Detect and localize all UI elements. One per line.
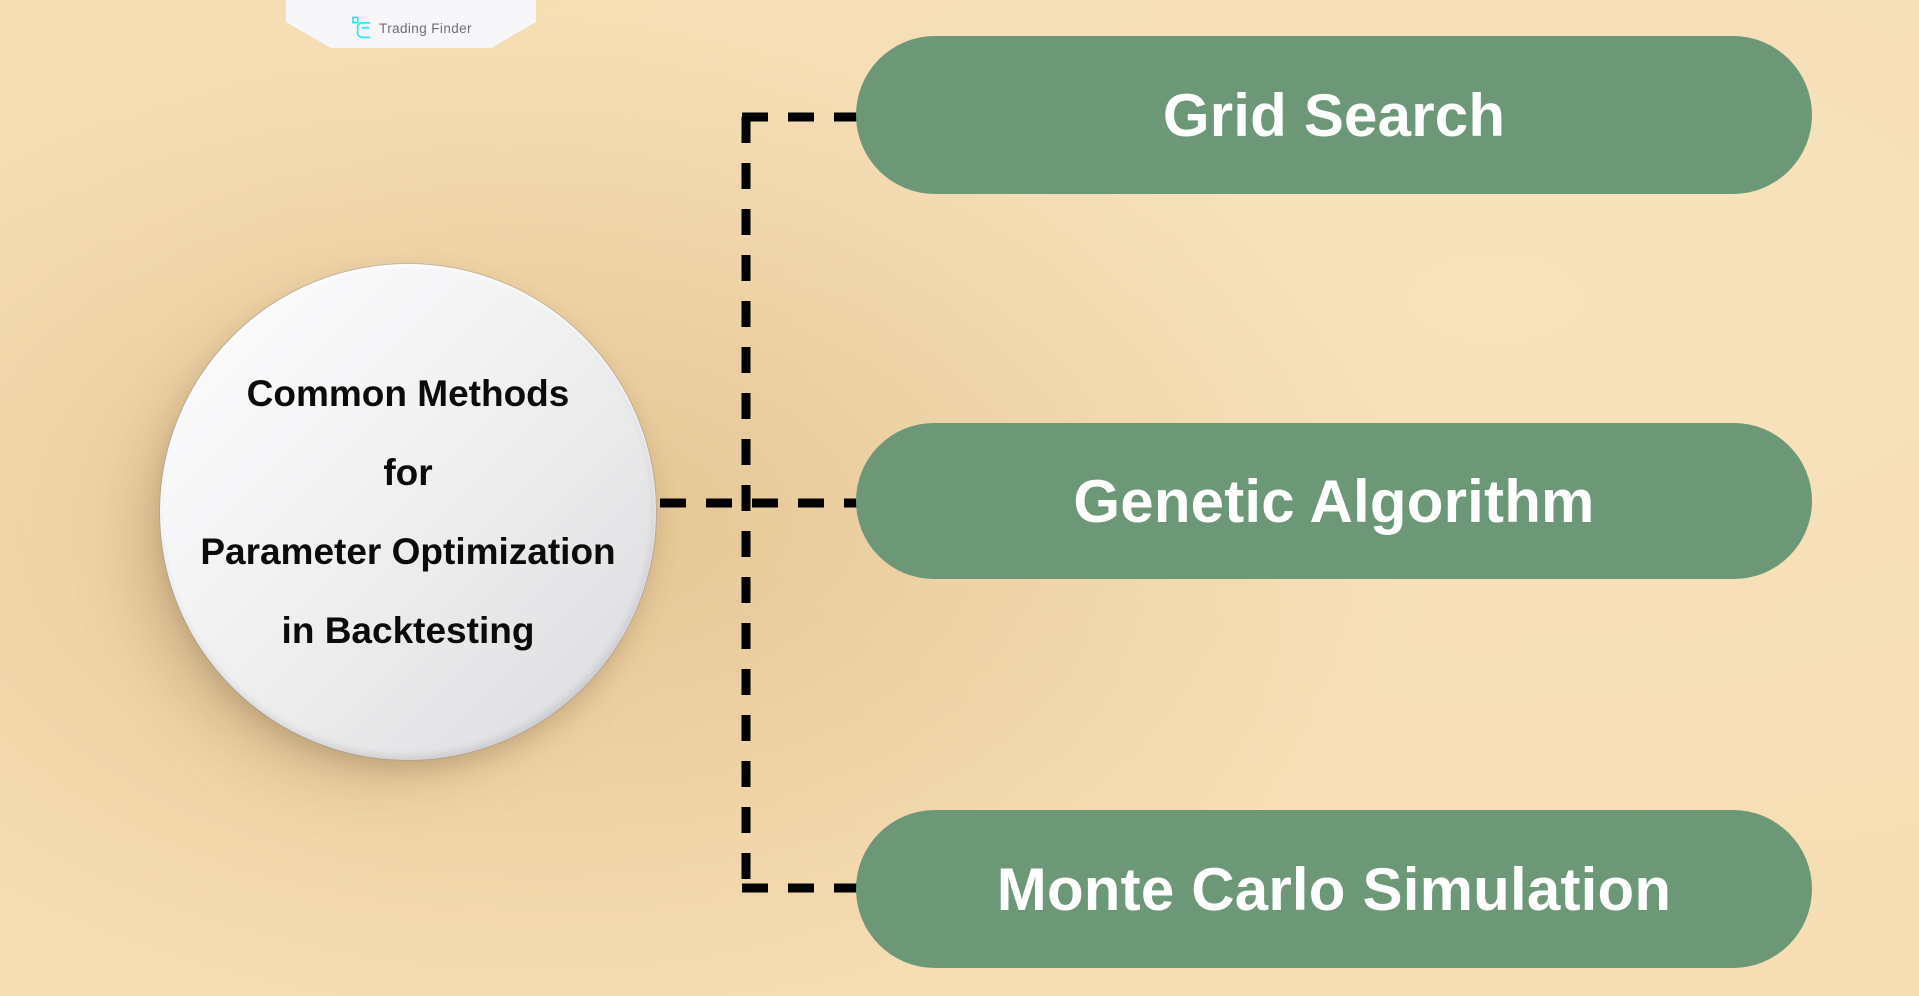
watermark-banner: Trading Finder [286, 0, 536, 48]
node-monte-carlo-simulation-label: Monte Carlo Simulation [996, 855, 1672, 923]
watermark-brand-label: Trading Finder [379, 20, 472, 36]
node-monte-carlo-simulation[interactable]: Monte Carlo Simulation [856, 810, 1812, 968]
hub-line-2: for [383, 452, 433, 493]
node-grid-search-label: Grid Search [1162, 81, 1506, 149]
watermark-inner: Trading Finder [350, 16, 472, 40]
hub-circle: Common Methods for Parameter Optimizatio… [159, 263, 657, 761]
node-grid-search[interactable]: Grid Search [856, 36, 1812, 194]
hub-line-3: Parameter Optimization [200, 531, 616, 572]
trading-finder-logo-icon [352, 16, 371, 39]
hub-line-1: Common Methods [246, 373, 570, 414]
node-genetic-algorithm[interactable]: Genetic Algorithm [856, 423, 1812, 579]
hub-line-4: in Backtesting [281, 610, 535, 651]
node-genetic-algorithm-label: Genetic Algorithm [1073, 467, 1595, 535]
